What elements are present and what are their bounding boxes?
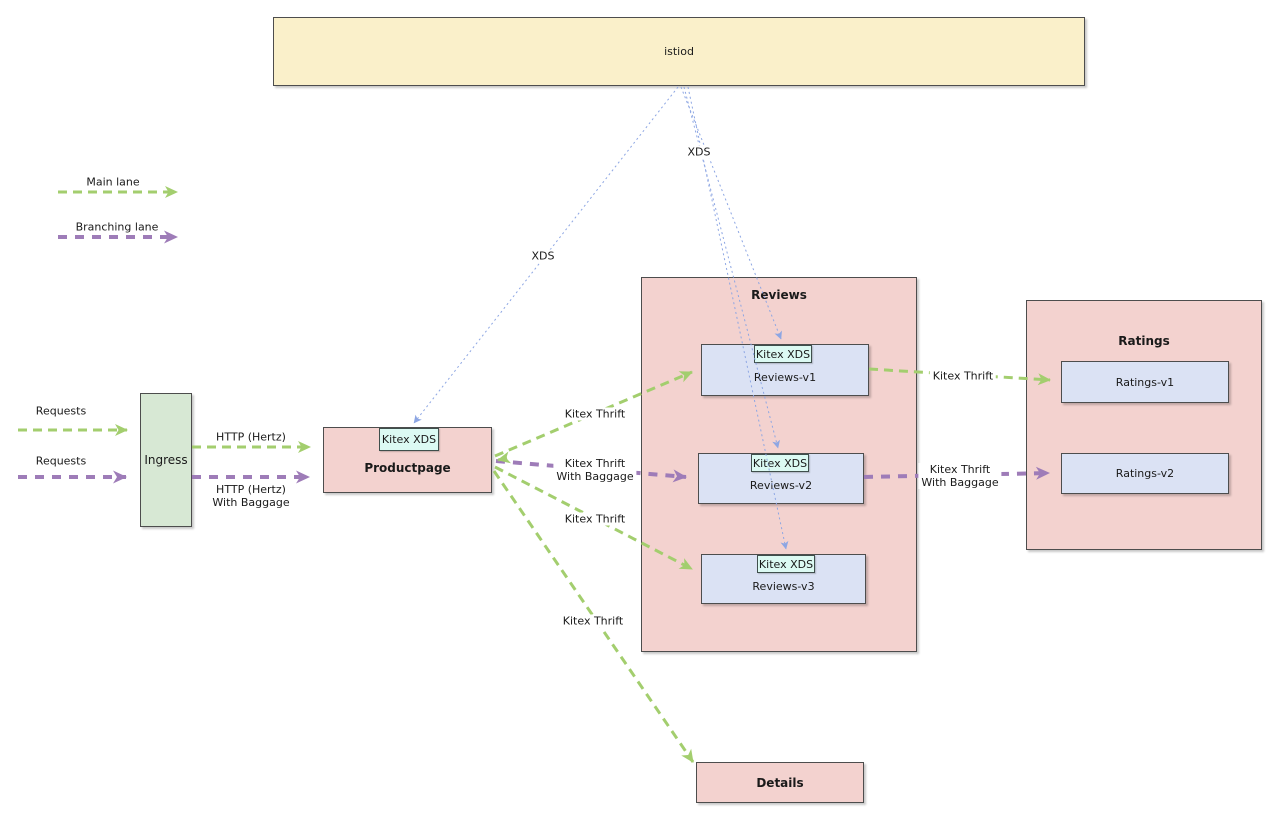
edge-label-thrift-details: Kitex Thrift xyxy=(559,614,627,628)
edge-label-thrift-baggage-ratings-v2: Kitex Thrift With Baggage xyxy=(918,463,1002,489)
group-reviews-title: Reviews xyxy=(751,288,807,302)
kitex-xds-label: Kitex XDS xyxy=(752,456,808,470)
edge-label-requests-main: Requests xyxy=(32,404,90,418)
node-ratings-v2-label: Ratings-v2 xyxy=(1115,467,1175,480)
node-reviews-v1-label: Reviews-v1 xyxy=(753,370,817,384)
edge-label-xds-productpage: XDS xyxy=(528,249,558,263)
node-details-label: Details xyxy=(756,775,804,790)
legend-branching-lane-label: Branching lane xyxy=(75,220,159,234)
node-productpage-label: Productpage xyxy=(364,461,451,475)
node-reviews-v1: Kitex XDS Reviews-v1 xyxy=(701,344,869,396)
node-reviews-v3: Kitex XDS Reviews-v3 xyxy=(701,554,866,604)
node-kitex-xds-productpage: Kitex XDS xyxy=(379,428,439,451)
node-kitex-xds-reviews-v2: Kitex XDS xyxy=(751,454,809,472)
group-reviews: Reviews Kitex XDS Reviews-v1 Kitex XDS R… xyxy=(641,277,917,652)
edge-label-requests-branching: Requests xyxy=(32,454,90,468)
edge-label-thrift-v1: Kitex Thrift xyxy=(561,407,629,421)
edge-label-http-hertz-baggage: HTTP (Hertz) With Baggage xyxy=(209,483,293,509)
legend-main-lane-label: Main lane xyxy=(86,175,140,189)
edge-label-thrift-baggage-v2: Kitex Thrift With Baggage xyxy=(553,457,637,483)
edge-label-xds-reviews: XDS xyxy=(684,145,714,159)
group-ratings: Ratings Ratings-v1 Ratings-v2 xyxy=(1026,300,1262,550)
edge-label-thrift-v3: Kitex Thrift xyxy=(561,512,629,526)
node-reviews-v3-label: Reviews-v3 xyxy=(752,579,815,593)
node-istiod-label: istiod xyxy=(664,45,694,58)
node-kitex-xds-reviews-v3: Kitex XDS xyxy=(757,555,815,573)
node-reviews-v2: Kitex XDS Reviews-v2 xyxy=(698,453,864,504)
node-ingress-label: Ingress xyxy=(144,453,188,467)
node-details: Details xyxy=(696,762,864,803)
node-productpage: Kitex XDS Productpage xyxy=(323,427,492,493)
node-ingress: Ingress xyxy=(140,393,192,527)
kitex-xds-label: Kitex XDS xyxy=(381,433,437,446)
node-ratings-v1: Ratings-v1 xyxy=(1061,361,1229,403)
kitex-xds-label: Kitex XDS xyxy=(755,347,811,361)
kitex-xds-label: Kitex XDS xyxy=(758,557,814,571)
node-reviews-v2-label: Reviews-v2 xyxy=(749,479,813,492)
node-istiod: istiod xyxy=(273,17,1085,86)
node-ratings-v1-label: Ratings-v1 xyxy=(1115,375,1175,389)
edge-return-arrow-productpage xyxy=(497,451,512,464)
edge-label-http-hertz: HTTP (Hertz) xyxy=(213,430,289,444)
node-ratings-v2: Ratings-v2 xyxy=(1061,453,1229,494)
node-kitex-xds-reviews-v1: Kitex XDS xyxy=(754,345,812,363)
edge-label-thrift-ratings-v1: Kitex Thrift xyxy=(929,369,997,383)
group-ratings-title: Ratings xyxy=(1118,334,1170,348)
